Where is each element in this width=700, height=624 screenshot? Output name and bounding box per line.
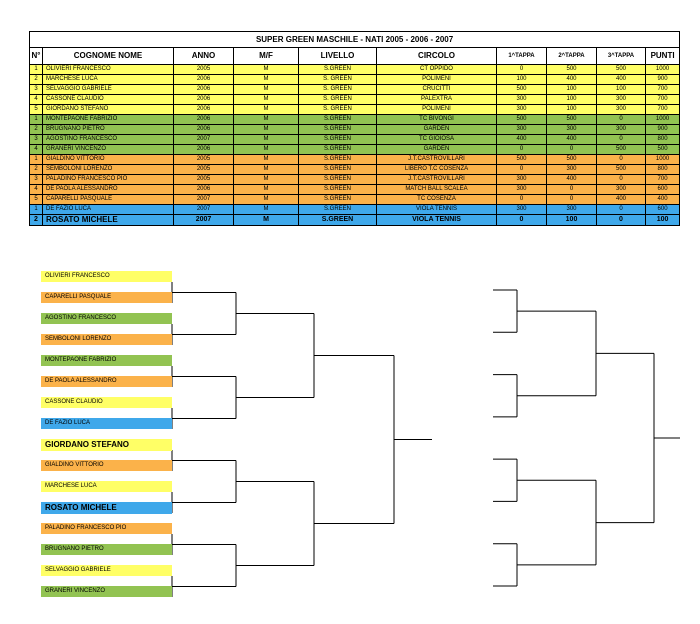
bracket-player: CAPARELLI PASQUALE bbox=[41, 292, 172, 303]
bracket-player: PALADINO FRANCESCO PIO bbox=[41, 523, 172, 534]
bracket-player: GIORDANO STEFANO bbox=[41, 439, 172, 451]
bracket-player: CASSONE CLAUDIO bbox=[41, 397, 172, 408]
bracket-player: OLIVIERI FRANCESCO bbox=[41, 271, 172, 282]
bracket-player: BRUGNANO PIETRO bbox=[41, 544, 172, 555]
table-cell: S.GREEN bbox=[298, 214, 377, 226]
bracket-player: SELVAGGIO GABRIELE bbox=[41, 565, 172, 576]
column-header: 1^TAPPA bbox=[496, 47, 547, 65]
table-cell: 100 bbox=[644, 214, 681, 226]
bracket-player: GRANERI VINCENZO bbox=[41, 586, 172, 597]
column-header: 2^TAPPA bbox=[546, 47, 597, 65]
column-header: N° bbox=[29, 47, 43, 65]
bracket-player: DE PAOLA ALESSANDRO bbox=[41, 376, 172, 387]
table-cell: VIOLA TENNIS bbox=[376, 214, 497, 226]
table-title: SUPER GREEN MASCHILE - NATI 2005 - 2006 … bbox=[28, 31, 681, 48]
bracket-player: GIALDINO VITTORIO bbox=[41, 460, 172, 471]
table-cell: M bbox=[233, 214, 299, 226]
column-header: LIVELLO bbox=[298, 47, 377, 65]
bracket-player: MARCHESE LUCA bbox=[41, 481, 172, 492]
bracket-player: SEMBOLONI LORENZO bbox=[41, 334, 172, 345]
bracket-player: AGOSTINO FRANCESCO bbox=[41, 313, 172, 324]
bracket-player: ROSATO MICHELE bbox=[41, 502, 172, 514]
ranking-table: SUPER GREEN MASCHILE - NATI 2005 - 2006 … bbox=[28, 31, 681, 226]
column-header: PUNTI bbox=[644, 47, 681, 65]
bracket-player: DE FAZIO LUCA bbox=[41, 418, 172, 429]
column-header: M/F bbox=[233, 47, 299, 65]
bracket-player: MONTEPAONE FABRIZIO bbox=[41, 355, 172, 366]
